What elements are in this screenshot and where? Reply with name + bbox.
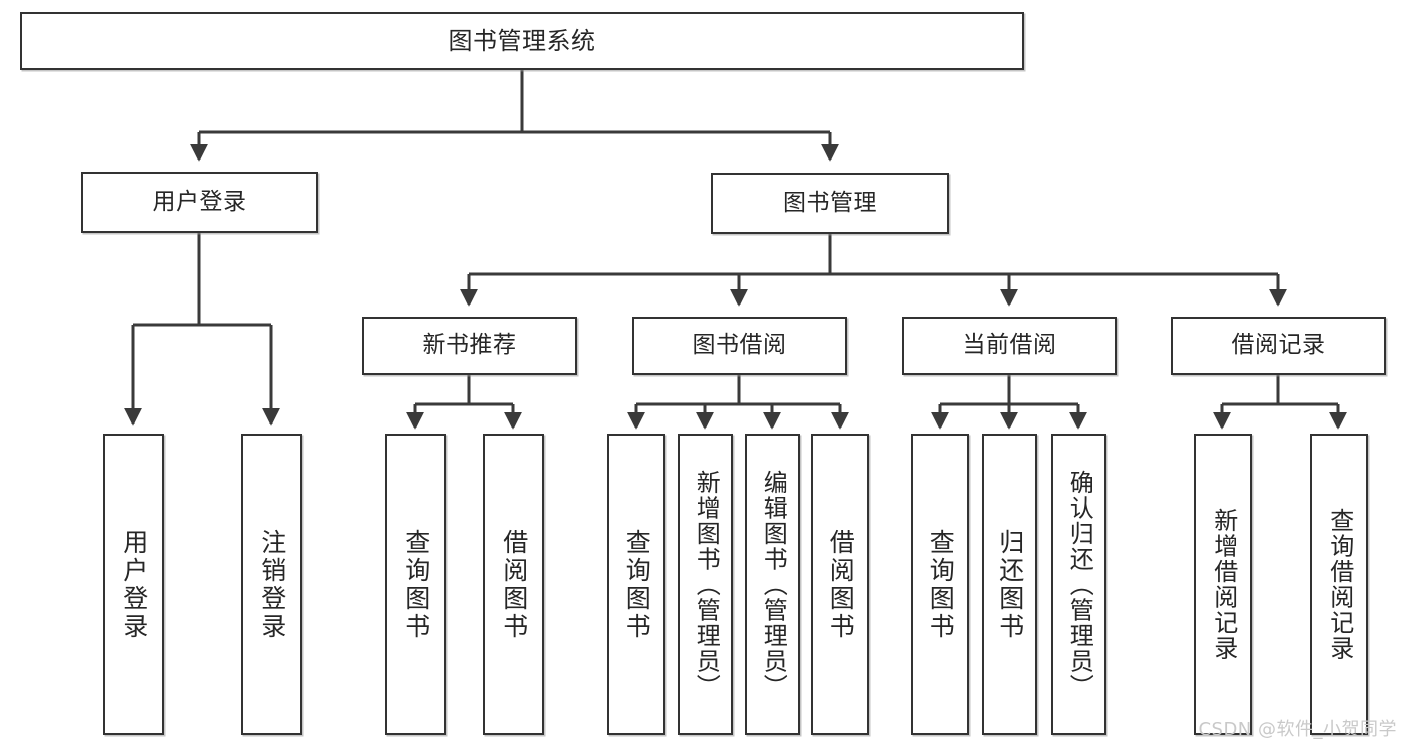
node-label: 图书管理	[783, 189, 877, 216]
leaf-borrow-book-recommend[interactable]: 借阅图书	[483, 434, 544, 735]
node-label: 查询借阅记录	[1325, 508, 1354, 661]
leaf-add-borrow-record[interactable]: 新增借阅记录	[1194, 434, 1252, 735]
node-label: 借阅图书	[826, 528, 856, 641]
node-label: 新增借阅记录	[1209, 508, 1238, 661]
node-user-login[interactable]: 用户登录	[81, 172, 318, 233]
node-book-management[interactable]: 图书管理	[711, 173, 949, 234]
csdn-watermark: CSDN @软件_小贺同学	[1198, 719, 1397, 740]
leaf-logout[interactable]: 注销登录	[241, 434, 302, 735]
node-current-borrow[interactable]: 当前借阅	[902, 317, 1117, 375]
node-label: 借阅记录	[1231, 332, 1326, 359]
node-label: 用户登录	[152, 188, 247, 215]
node-label: 归还图书	[995, 528, 1025, 641]
leaf-query-book-current[interactable]: 查询图书	[911, 434, 969, 735]
node-label: 查询图书	[401, 528, 431, 641]
node-label: 编辑图书（管理员）	[759, 469, 788, 700]
node-label: 图书管理系统	[448, 26, 596, 55]
node-label: 确认归还（管理员）	[1065, 469, 1094, 700]
node-label: 查询图书	[622, 528, 652, 641]
leaf-return-book[interactable]: 归还图书	[982, 434, 1037, 735]
leaf-query-borrow-record[interactable]: 查询借阅记录	[1310, 434, 1368, 735]
leaf-confirm-return-admin[interactable]: 确认归还（管理员）	[1051, 434, 1106, 735]
node-label: 注销登录	[257, 528, 287, 641]
leaf-user-login[interactable]: 用户登录	[103, 434, 164, 735]
node-label: 当前借阅	[962, 332, 1057, 359]
leaf-query-book-borrow[interactable]: 查询图书	[607, 434, 665, 735]
node-label: 图书借阅	[692, 332, 787, 359]
leaf-add-book-admin[interactable]: 新增图书（管理员）	[678, 434, 733, 735]
node-label: 用户登录	[119, 528, 149, 641]
leaf-edit-book-admin[interactable]: 编辑图书（管理员）	[745, 434, 800, 735]
node-label: 借阅图书	[499, 528, 529, 641]
leaf-borrow-book[interactable]: 借阅图书	[811, 434, 869, 735]
node-label: 新书推荐	[422, 332, 517, 359]
node-label: 新增图书（管理员）	[692, 469, 721, 700]
node-label: 查询图书	[926, 528, 956, 641]
node-book-borrow[interactable]: 图书借阅	[632, 317, 847, 375]
node-new-book-recommend[interactable]: 新书推荐	[362, 317, 577, 375]
leaf-query-book-recommend[interactable]: 查询图书	[385, 434, 446, 735]
node-root-system[interactable]: 图书管理系统	[20, 12, 1024, 70]
node-borrow-record[interactable]: 借阅记录	[1171, 317, 1386, 375]
